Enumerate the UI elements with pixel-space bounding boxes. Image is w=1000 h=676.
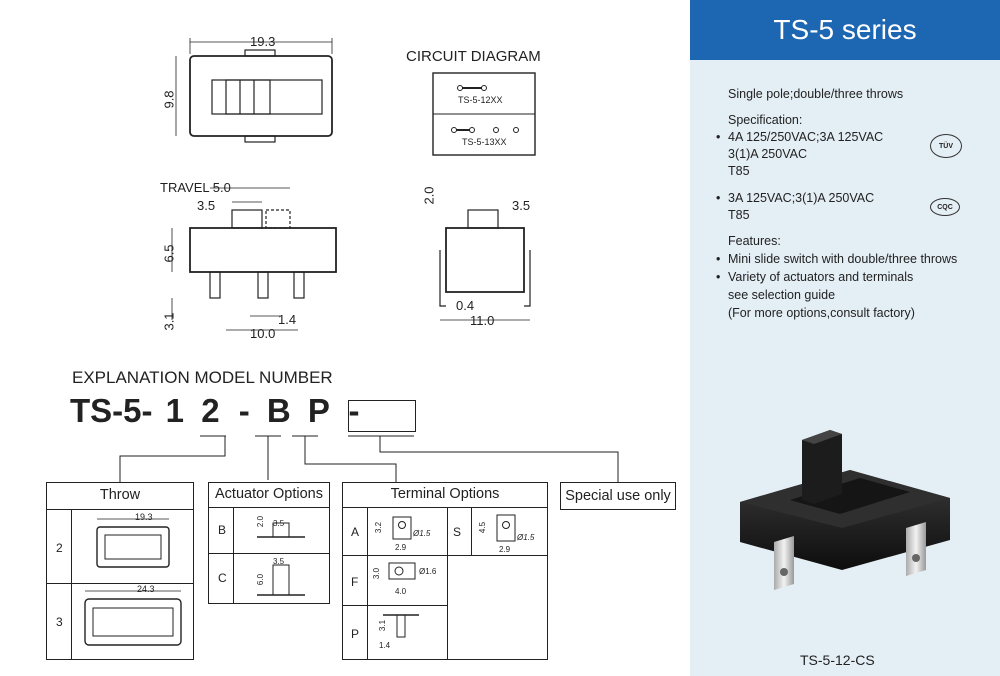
actuator-row-b: B [218,523,227,537]
terminal-f-width: 4.0 [395,587,407,596]
spec-rating-2b: T85 [728,208,750,222]
feature-1: Mini slide switch with double/three thro… [716,251,957,268]
throw-dim-19-3: 19.3 [135,512,153,522]
actuator-b-height: 2.0 [256,515,266,528]
model-special-box [348,400,416,432]
dim-end-actuator-w: 3.5 [512,198,531,213]
terminal-s-dia: Ø1.5 [517,533,535,542]
spec-rating-1b: 3(1)A 250VAC [728,147,807,161]
terminal-a-width: 2.9 [395,543,407,552]
photo-caption: TS-5-12-CS [800,652,875,668]
tuv-mark: TÜV [939,142,953,150]
end-view-drawing [439,209,531,321]
terminal-title: Terminal Options [390,486,500,502]
dim-pin-pitch: 1.4 [278,312,297,327]
terminal-row-p: P [351,627,360,641]
throw-box: Throw 2 3 19.3 24.3 [46,482,194,660]
dim-pin-span: 10.0 [250,326,276,341]
info-panel: TS-5 series Single pole;double/three thr… [690,0,1000,676]
terminal-f-dia: Ø1.6 [419,567,437,576]
dim-end-terminal: 0.4 [456,298,475,313]
features-title: Features: [728,234,781,248]
dim-height-side: 6.5 [161,244,177,263]
circuit-diagram [432,72,536,156]
actuator-drawings [257,522,305,596]
model-dash-1: - [238,392,250,429]
terminal-a-height: 3.2 [374,521,384,534]
series-header: TS-5 series [690,0,1000,60]
actuator-box: Actuator Options B C 2.0 3.5 6.0 3.5 [208,482,330,604]
model-prefix: TS-5- [70,392,153,429]
terminal-row-s: S [453,525,462,539]
model-letter-p: P [307,392,330,429]
special-use-box: Special use only [560,482,676,510]
terminal-a-dia: Ø1.5 [413,529,431,538]
travel-label: TRAVEL 5.0 [160,180,231,195]
model-number: TS-5- 1 2 - B P - [70,392,360,430]
model-title: EXPLANATION MODEL NUMBER [72,368,333,387]
model-connector-lines [119,435,619,482]
model-digit-1: 1 [165,392,185,429]
dim-pin-length: 3.1 [161,312,177,331]
actuator-row-c: C [218,571,227,585]
feature-4: (For more options,consult factory) [728,306,915,320]
circuit-title: CIRCUIT DIAGRAM [406,48,541,65]
actuator-c-height: 6.0 [256,573,266,586]
cqc-mark: CQC [937,203,953,211]
spec-rating-2a: 3A 125VAC;3(1)A 250VAC [716,190,874,207]
dim-end-actuator-h: 2.0 [421,186,437,205]
spec-pole-throws: Single pole;double/three throws [728,87,904,101]
tuv-cert-logo: TÜV [930,134,962,158]
drawing-panel: 19.3 9.8 TRAVEL 5.0 3.5 6.5 3.1 1.4 10.0… [46,34,676,660]
feature-3: see selection guide [728,288,836,302]
actuator-title: Actuator Options [215,486,323,502]
throw-title: Throw [99,487,141,503]
top-view-drawing [175,38,333,143]
terminal-row-f: F [351,575,359,589]
circuit-label-12: TS-5-12XX [458,95,503,105]
terminal-s-height: 4.5 [478,521,488,534]
series-title: TS-5 series [773,14,917,45]
model-dash-2: - [348,392,360,429]
terminal-p-width: 1.4 [379,641,391,650]
throw-row-3: 3 [56,615,63,629]
terminal-box: Terminal Options A S F P 3.2 Ø1.5 2.9 4.… [342,482,548,660]
terminal-drawings [383,514,516,638]
spec-rating-1c: T85 [728,164,750,178]
model-letter-b: B [266,392,291,429]
dim-width-top: 19.3 [250,34,276,49]
side-view-drawing [171,187,337,331]
special-use-title: Special use only [565,488,671,504]
terminal-row-a: A [351,525,360,539]
spec-rating-1a: 4A 125/250VAC;3A 125VAC [716,129,883,146]
feature-2: Variety of actuators and terminals [716,269,913,286]
product-photo [740,430,950,590]
throw-dim-24-3: 24.3 [137,584,155,594]
circuit-label-13: TS-5-13XX [462,137,507,147]
actuator-c-width: 3.5 [273,557,285,566]
dim-height-top: 9.8 [161,90,177,109]
throw-row-2: 2 [56,541,63,555]
dim-actuator-side: 3.5 [197,198,216,213]
actuator-b-width: 3.5 [273,519,285,528]
model-digit-2: 2 [201,392,220,429]
cqc-cert-logo: CQC [930,198,960,216]
throw-drawings [84,518,182,646]
terminal-f-height: 3.0 [372,567,382,580]
spec-title: Specification: [728,113,803,127]
terminal-s-width: 2.9 [499,545,511,554]
terminal-p-height: 3.1 [378,619,388,632]
dim-end-width: 11.0 [470,313,495,328]
